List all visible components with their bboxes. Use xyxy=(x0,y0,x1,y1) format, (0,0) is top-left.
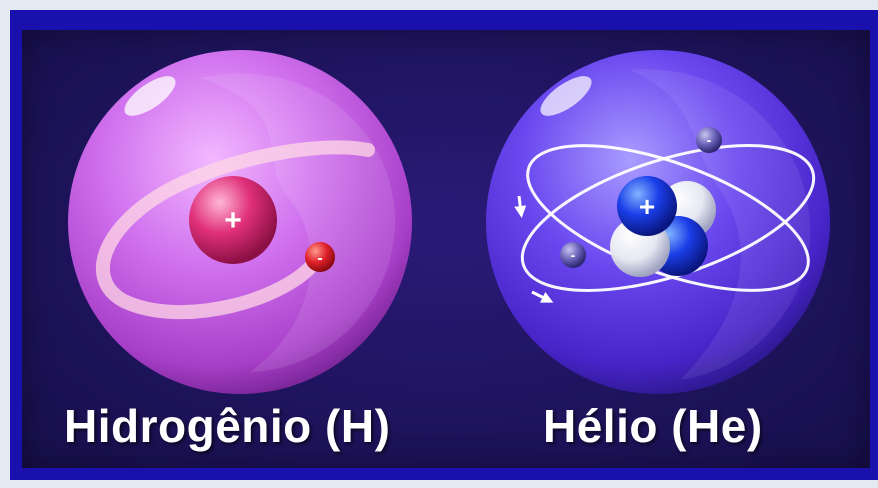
hydrogen-electron xyxy=(305,242,335,272)
helium-electron-1-sign: - xyxy=(707,132,712,148)
hydrogen-atom: + - xyxy=(68,50,412,394)
hydrogen-electron-sign: - xyxy=(317,250,322,267)
helium-highlight xyxy=(540,76,592,116)
hydrogen-electron-orbit xyxy=(96,140,375,320)
helium-electron-1 xyxy=(696,127,722,153)
helium-caption: Hélio (He) xyxy=(543,400,763,452)
helium-electron-2 xyxy=(560,242,586,268)
hydrogen-proton xyxy=(189,176,277,264)
helium-orbit-arrow-2 xyxy=(531,290,554,303)
hydrogen-proton-sign: + xyxy=(224,204,242,237)
helium-atom: + - - xyxy=(486,50,830,394)
hydrogen-highlight xyxy=(124,76,176,116)
helium-proton-1 xyxy=(617,176,677,236)
helium-proton-sign: + xyxy=(639,191,655,222)
helium-orbit-arrow-1 xyxy=(514,195,527,218)
helium-electron-2-sign: - xyxy=(571,247,576,263)
hydrogen-caption: Hidrogênio (H) xyxy=(64,400,391,452)
